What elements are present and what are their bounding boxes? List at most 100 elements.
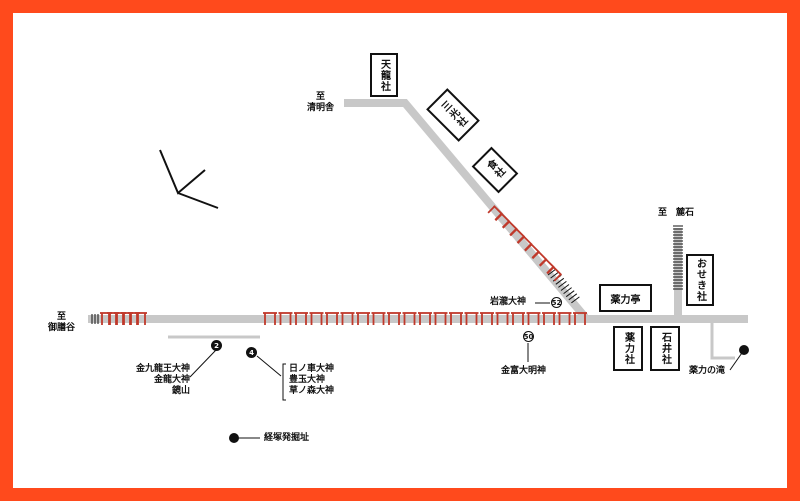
marker-4: 4 (246, 347, 257, 358)
torii-beam (530, 243, 540, 253)
torii-gate (433, 312, 448, 325)
torii-gate (546, 265, 563, 282)
shrine-yakuriki-sha-label: 薬力社 (622, 332, 634, 365)
stair-step (571, 296, 580, 304)
kyozuka-dot (229, 433, 239, 443)
torii-gate (371, 312, 386, 325)
torii-gate (356, 312, 370, 325)
leader-marker-4 (256, 355, 282, 377)
stair-step (547, 268, 557, 276)
waterfall-dot (739, 345, 749, 355)
north-arrow (159, 149, 219, 209)
group-right: 日ノ車大神 豊玉大神 草ノ森大神 (289, 364, 334, 397)
stair-step (560, 284, 570, 291)
shrine-oseki: おせき社 (686, 254, 714, 306)
torii-post (517, 236, 525, 244)
torii-gate (135, 312, 147, 325)
torii-post (553, 273, 562, 282)
torii-gate (263, 312, 277, 325)
group-left-item-3: 鏡山 (171, 386, 190, 396)
torii-post (509, 228, 518, 237)
torii-row-left (100, 312, 147, 325)
torii-post (494, 213, 503, 222)
torii-gate (387, 312, 401, 325)
shrine-oseki-label: おせき社 (694, 258, 706, 302)
marker-50: 50 (523, 331, 534, 342)
shrine-yakuriki-tei-label: 薬力亭 (610, 294, 641, 306)
label-iwataki: 岩瀧大神 (490, 297, 527, 307)
torii-post (487, 205, 496, 214)
torii-beam (500, 212, 511, 223)
torii-gate (464, 312, 479, 325)
torii-gate (418, 312, 432, 325)
torii-post (546, 266, 555, 275)
label-gozendani-line1: 至 (57, 312, 67, 322)
torii-gate (495, 312, 510, 325)
torii-beam (552, 265, 563, 276)
waterfall-path (710, 323, 735, 360)
shrine-ishii-sha: 石井社 (650, 326, 680, 371)
torii-gate (325, 312, 339, 325)
torii-gate (542, 312, 556, 325)
label-seimeisha: 至 清明舎 (307, 92, 334, 114)
torii-beam (522, 235, 533, 246)
torii-gate (402, 312, 417, 325)
stair-step (555, 277, 565, 285)
torii-gate (573, 312, 587, 325)
label-seimeisha-line2: 清明舎 (307, 103, 335, 113)
torii-gate (511, 312, 525, 325)
shrine-yakuriki-tei: 薬力亭 (599, 284, 652, 312)
torii-row-main (263, 312, 587, 325)
stairs-left (91, 314, 99, 324)
stair-step (558, 280, 567, 288)
label-kyozuka: 経塚発掘址 (264, 433, 310, 443)
torii-gate (309, 312, 324, 325)
group-right-item-1: 日ノ車大神 (289, 364, 335, 374)
torii-post (524, 243, 533, 252)
torii-post (539, 259, 547, 267)
stair-step (568, 293, 578, 301)
upper-path (344, 99, 589, 320)
torii-gate (340, 312, 355, 325)
label-gozendani: 至 御膳谷 (48, 312, 75, 334)
shrine-tenryusha-label: 天龍社 (378, 58, 390, 92)
marker-2: 2 (211, 340, 222, 351)
shrine-tenryusha: 天龍社 (370, 53, 398, 97)
stairs-kiseki (673, 225, 683, 290)
group-left-item-2: 金龍大神 (153, 375, 190, 385)
torii-gate (294, 312, 308, 325)
torii-gate (449, 312, 463, 325)
torii-post (531, 251, 540, 260)
group-right-item-2: 豊玉大神 (289, 375, 326, 385)
label-seimeisha-line1: 至 (316, 92, 326, 102)
shrine-ishii-sha-label: 石井社 (659, 332, 671, 365)
torii-post (502, 221, 510, 229)
group-left-item-1: 金九龍王大神 (135, 364, 190, 374)
torii-gate (526, 312, 541, 325)
torii-beam (515, 227, 526, 238)
torii-beam (537, 250, 548, 261)
torii-gate (278, 312, 293, 325)
marker-52: 52 (551, 297, 562, 308)
stair-step (565, 290, 575, 298)
torii-row-diagonal (487, 205, 563, 282)
label-kiseki: 至 麓石 (658, 208, 695, 218)
group-left: 金九龍王大神 金龍大神 鏡山 (120, 364, 190, 397)
shrine-yakuriki-sha: 薬力社 (613, 326, 643, 371)
label-kinpu: 金富大明神 (501, 366, 547, 376)
torii-gate (557, 312, 572, 325)
torii-beam (544, 258, 555, 269)
torii-gate (480, 312, 494, 325)
shrine-shokusha-label: 食社 (483, 158, 507, 182)
label-gozendani-line2: 御膳谷 (48, 323, 76, 333)
torii-beam (493, 205, 503, 215)
label-yakuriki-taki: 薬力の滝 (689, 366, 726, 376)
torii-beam (507, 220, 518, 231)
leader-marker-2 (189, 349, 217, 378)
group-right-item-3: 草ノ森大神 (289, 386, 335, 396)
stair-step (563, 287, 572, 295)
stair-step (550, 271, 559, 279)
bracket-group-right (282, 363, 286, 401)
